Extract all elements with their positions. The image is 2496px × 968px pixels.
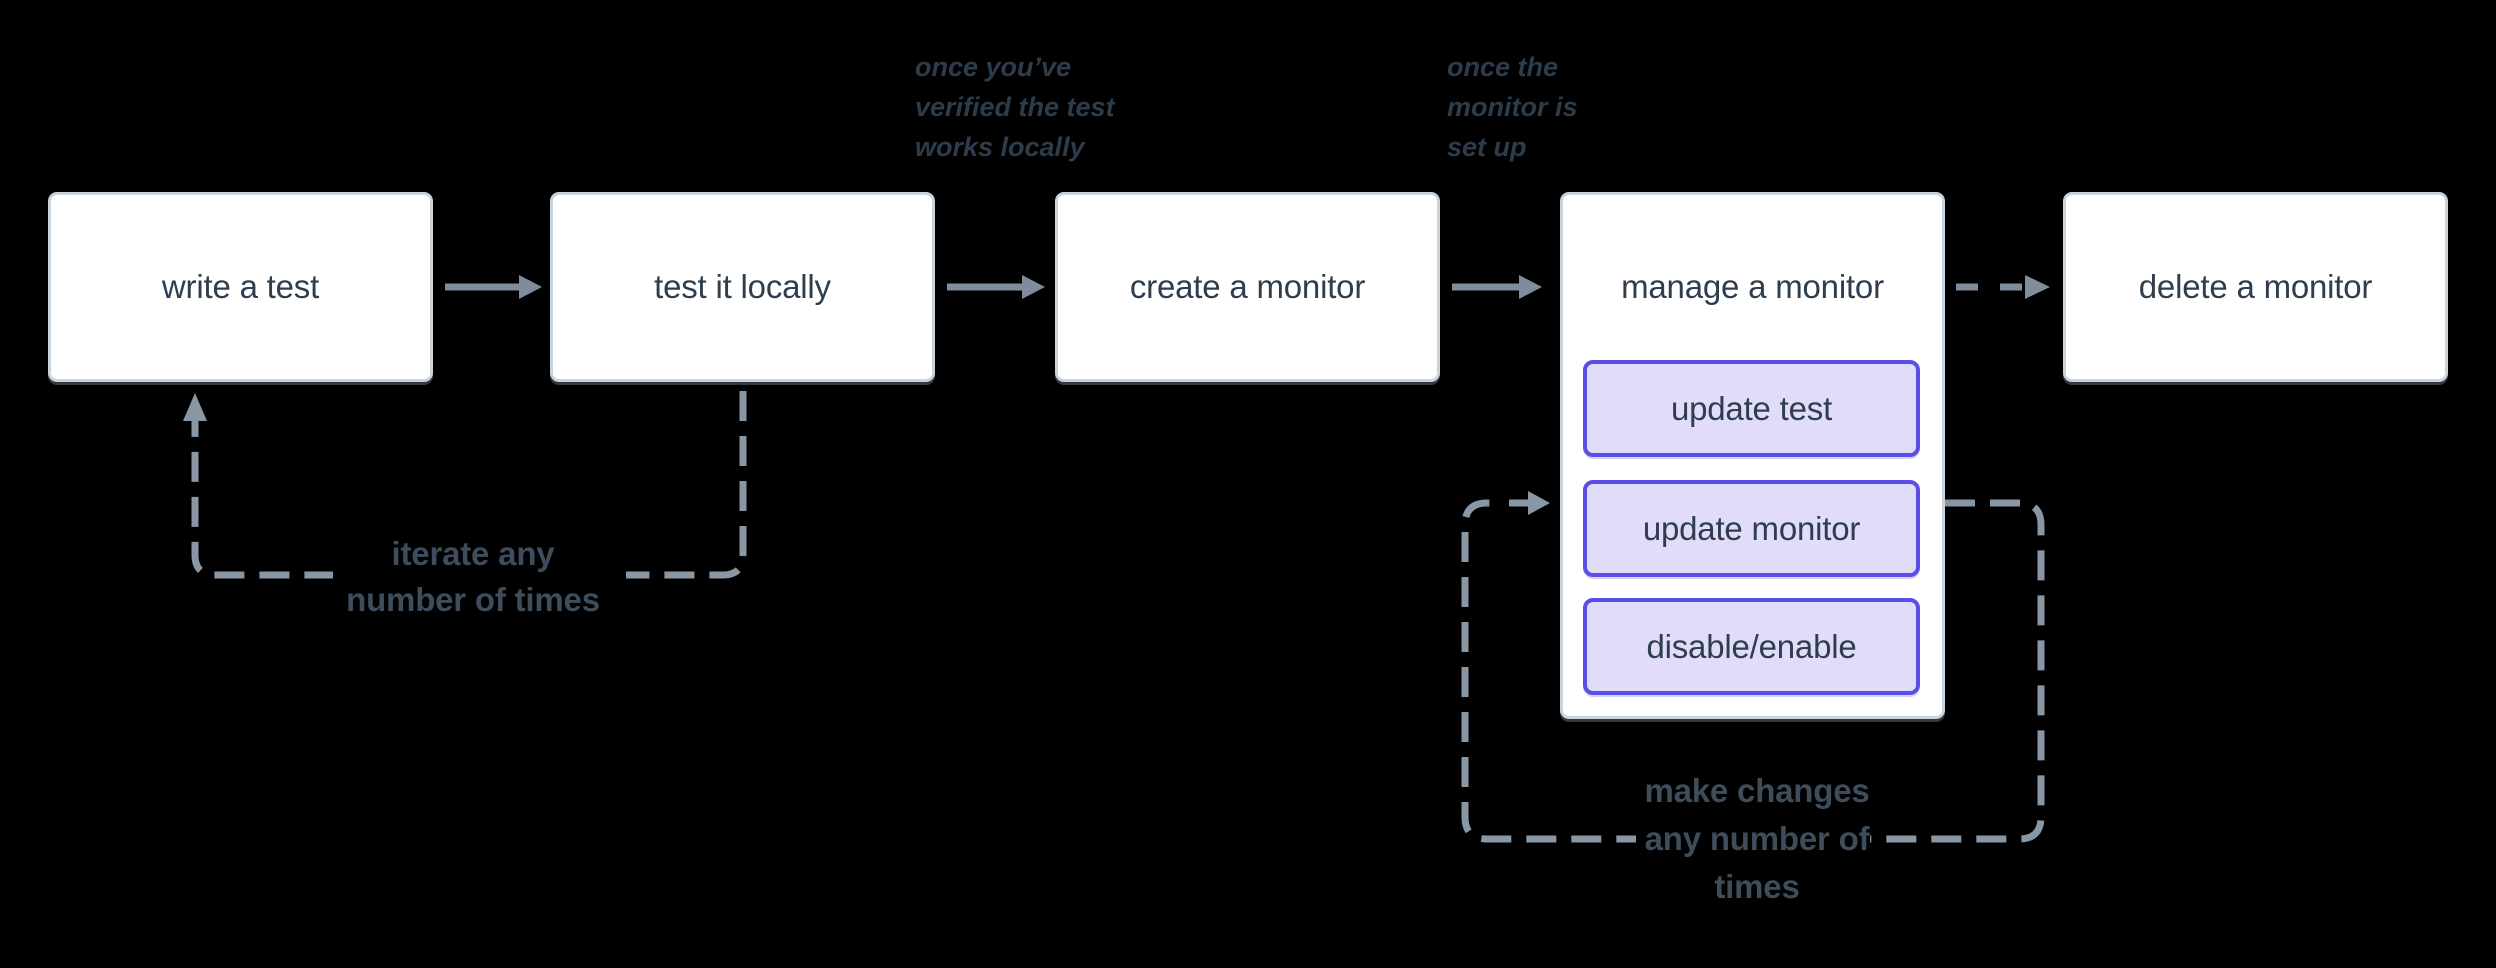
make-changes-label-backdrop xyxy=(1636,820,1870,858)
arrow-write-to-test xyxy=(445,275,542,299)
arrow-create-to-manage xyxy=(1452,275,1542,299)
arrow-test-to-create xyxy=(947,275,1045,299)
node-delete-monitor-label: delete a monitor xyxy=(2138,268,2373,305)
annotation-monitor-setup: once the monitor is set up xyxy=(1447,52,1578,162)
subnode-disable-enable: disable/enable xyxy=(1583,598,1920,695)
node-test-locally-label: test it locally xyxy=(654,268,831,305)
node-delete-monitor: delete a monitor xyxy=(2063,192,2448,382)
node-create-monitor: create a monitor xyxy=(1055,192,1440,382)
node-write-test: write a test xyxy=(48,192,433,382)
node-test-locally: test it locally xyxy=(550,192,935,382)
node-write-test-label: write a test xyxy=(161,268,320,305)
annotation-verified-locally: once you’ve verified the test works loca… xyxy=(915,52,1115,162)
label-make-changes-any-number-of-times: make changes any number of times xyxy=(1644,772,1870,905)
iterate-label-backdrop xyxy=(333,561,626,591)
label-iterate-any-number-of-times: iterate any number of times xyxy=(346,535,600,618)
node-manage-monitor-label: manage a monitor xyxy=(1621,268,1884,305)
node-manage-monitor: manage a monitor update test update moni… xyxy=(1560,192,1945,719)
subnode-update-monitor: update monitor xyxy=(1583,480,1920,577)
dashed-arrow-manage-to-delete xyxy=(1956,275,2050,299)
node-create-monitor-label: create a monitor xyxy=(1129,268,1366,305)
subnode-update-test: update test xyxy=(1583,360,1920,457)
